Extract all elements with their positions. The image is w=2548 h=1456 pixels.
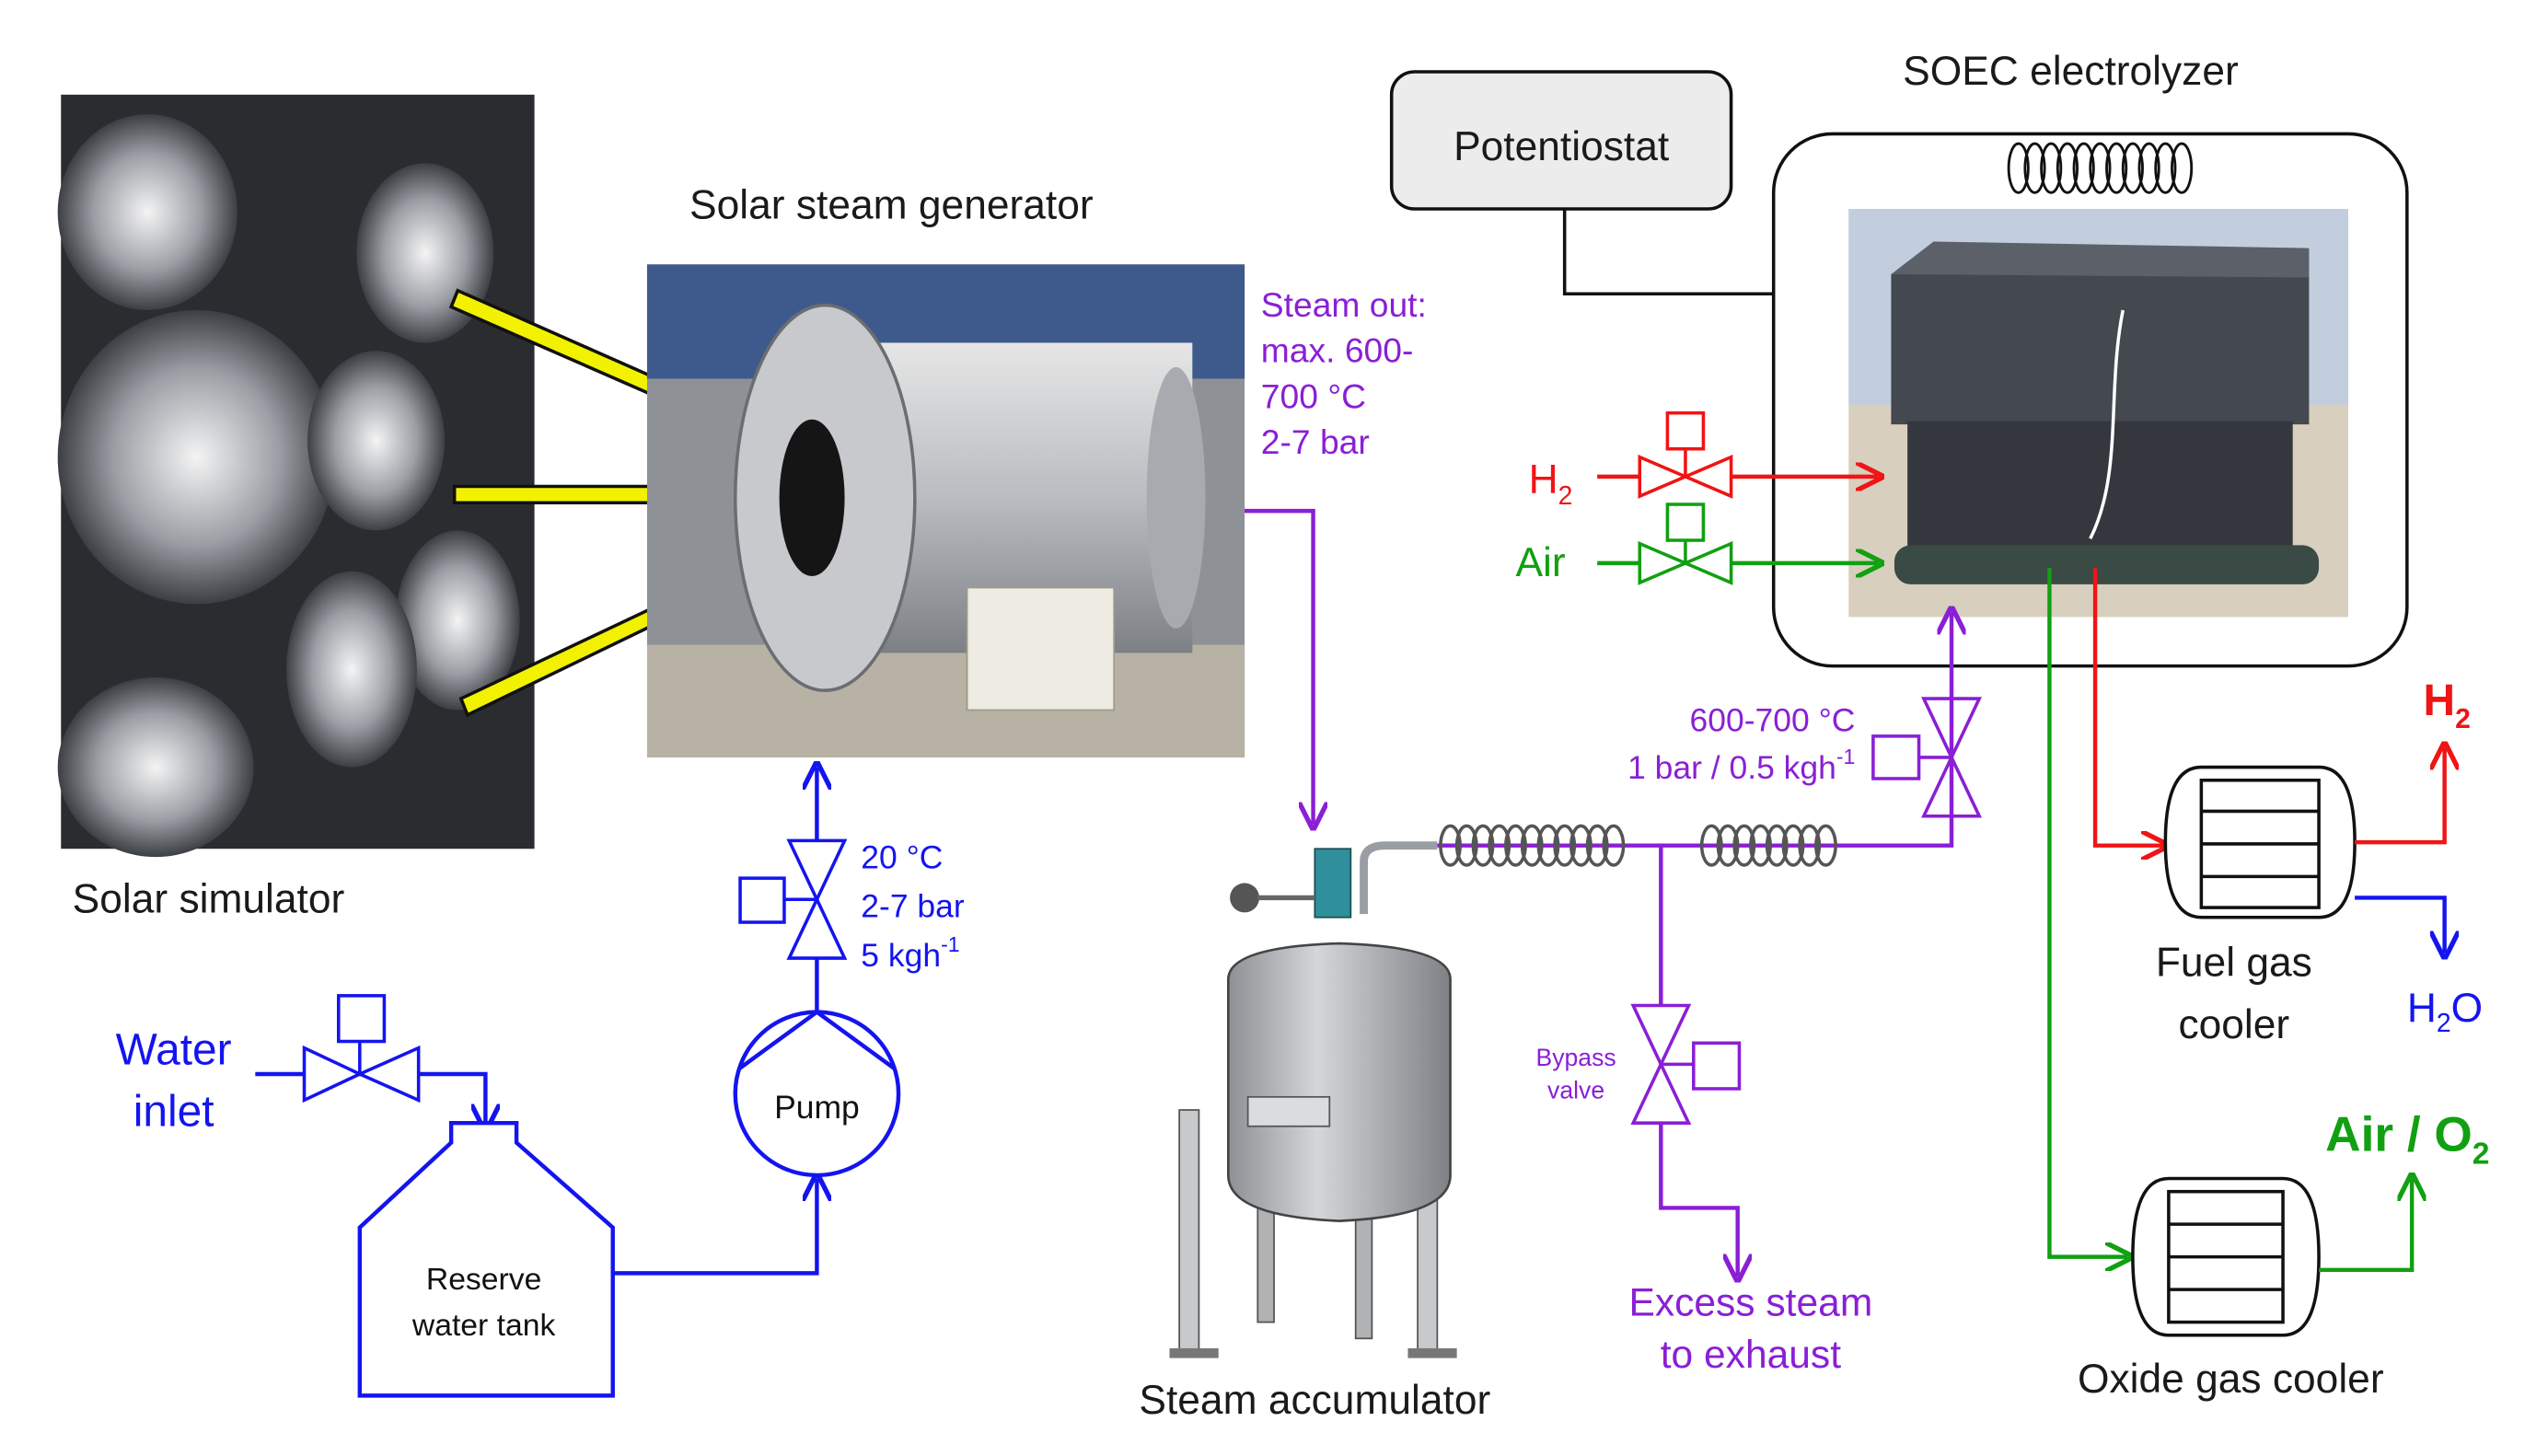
heat-tracing-coil-2-icon <box>1699 824 1837 867</box>
water-inlet-label-2: inlet <box>133 1088 214 1137</box>
air-inlet-label: Air <box>1515 540 1565 585</box>
steam-header-line <box>1437 612 1952 848</box>
soec-stack-photo <box>1848 209 2348 618</box>
solar-steam-generator-photo <box>646 264 1245 757</box>
soec-steam-spec-1: 600-700 °C <box>1690 702 1856 739</box>
h2o-product-label: H2O <box>2407 986 2483 1038</box>
heat-tracing-coil-1-icon <box>1439 824 1626 867</box>
solar-simulator-photo <box>57 94 816 858</box>
bypass-valve-icon <box>1630 1003 1742 1125</box>
steam-accumulator-label: Steam accumulator <box>1139 1378 1490 1423</box>
potentiostat-box <box>1389 70 1733 211</box>
h2o-product-line <box>2355 896 2445 953</box>
pump-spec-1: 20 °C <box>861 839 943 876</box>
potentiostat-label: Potentiostat <box>1454 124 1669 169</box>
steam-out-line-1: Steam out: <box>1261 285 1427 324</box>
fuel-gas-line <box>2092 568 2163 846</box>
oxide-gas-cooler-icon <box>2131 1176 2321 1337</box>
pump-spec-3: 5 kgh-1 <box>861 932 959 974</box>
excess-steam-label-2: to exhaust <box>1661 1333 1842 1377</box>
pump-spec-2: 2-7 bar <box>861 888 965 925</box>
accumulator-outlet-pipe <box>1360 841 1438 915</box>
h2-product-line <box>2355 747 2445 845</box>
steam-accumulator-drawing <box>1169 848 1457 1358</box>
bypass-label-1: Bypass <box>1535 1044 1616 1071</box>
reserve-water-tank-shape <box>357 1120 615 1398</box>
bypass-label-2: valve <box>1547 1077 1604 1104</box>
solar-simulator-label: Solar simulator <box>73 876 345 921</box>
heater-coil-icon <box>2007 142 2194 194</box>
h2-product-label: H2 <box>2424 676 2471 734</box>
air-o2-product-line <box>2319 1178 2412 1273</box>
reserve-tank-label-1: Reserve <box>426 1263 541 1297</box>
air-control-valve-icon <box>1638 503 1733 585</box>
pump-label: Pump <box>774 1089 860 1126</box>
steam-out-line-4: 2-7 bar <box>1261 422 1370 461</box>
steam-out-line-3: 700 °C <box>1261 376 1366 415</box>
fuel-gas-cooler-label-2: cooler <box>2178 1002 2289 1047</box>
fuel-gas-cooler-label-1: Fuel gas <box>2156 941 2312 986</box>
excess-steam-label-1: Excess steam <box>1628 1280 1872 1324</box>
water-inlet-valve-icon <box>302 994 421 1104</box>
soec-label: SOEC electrolyzer <box>1903 49 2239 94</box>
fuel-gas-cooler-icon <box>2163 765 2357 919</box>
mirror-cones <box>57 114 520 858</box>
soec-steam-spec-2: 1 bar / 0.5 kgh-1 <box>1627 745 1855 786</box>
oxide-gas-line <box>2047 568 2127 1256</box>
steam-out-line <box>1245 508 1313 825</box>
oxide-gas-cooler-label: Oxide gas cooler <box>2078 1357 2384 1402</box>
steam-out-line-2: max. 600- <box>1261 331 1414 370</box>
pump-outlet-valve-icon <box>738 838 848 960</box>
reserve-tank-label-2: water tank <box>411 1309 556 1343</box>
water-inlet-label-1: Water <box>116 1025 232 1074</box>
tank-to-pump-line <box>612 1178 817 1276</box>
solar-steam-generator-label: Solar steam generator <box>689 183 1094 228</box>
h2-control-valve-icon <box>1638 410 1733 499</box>
water-inlet-line <box>255 1071 485 1127</box>
h2-inlet-label: H2 <box>1529 457 1573 511</box>
soec-steam-valve-icon <box>1871 697 1982 818</box>
air-o2-product-label: Air / O2 <box>2325 1107 2489 1171</box>
